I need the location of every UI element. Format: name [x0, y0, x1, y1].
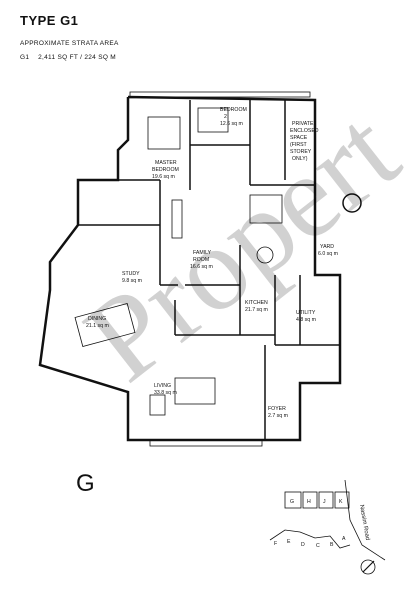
bedroom2-number: 2 [224, 114, 227, 120]
keyplan-block-label: D [301, 542, 305, 548]
round-tower [342, 193, 362, 213]
yard-area: 6.0 sq m [318, 251, 338, 257]
sofa [149, 394, 166, 416]
dining-table [74, 303, 136, 347]
keyplan-blocks-bottom [269, 529, 351, 549]
keyplan-road [344, 479, 386, 561]
round-table [256, 246, 274, 264]
dining-area: 21.1 sq m [86, 323, 109, 329]
keyplan-block-label: K [339, 499, 343, 505]
living-label: LIVING [154, 383, 171, 389]
private-label: ONLY) [292, 156, 308, 162]
master-area: 19.6 sq m [152, 174, 175, 180]
family-area: 16.6 sq m [190, 264, 213, 270]
north-arrow [360, 559, 376, 575]
keyplan-block-label: J [323, 499, 326, 505]
master-label: BEDROOM [152, 167, 179, 173]
keyplan-block-label: H [307, 499, 311, 505]
unit-area: 2,411 SQ FT / 224 SQ M [38, 54, 116, 61]
living-area: 33.8 sq m [154, 390, 177, 396]
plan-title: TYPE G1 [20, 13, 79, 28]
keyplan-block-label: B [330, 542, 334, 548]
north-arrow [362, 560, 375, 573]
private-label: SPACE [290, 135, 308, 141]
keyplan-block [318, 491, 334, 509]
master-label: MASTER [155, 160, 177, 166]
private-label: STOREY [290, 149, 312, 155]
keyplan-block-label: G [290, 499, 294, 505]
keyplan-block [284, 491, 302, 509]
study-area: 9.8 sq m [122, 278, 142, 284]
keyplan-block-label: F [274, 541, 277, 547]
keyplan-block [302, 491, 318, 509]
keyplan-block-label: C [316, 543, 320, 549]
utility-label: UTILITY [296, 310, 316, 316]
block-letter: G [76, 470, 95, 497]
family-label: ROOM [193, 257, 209, 263]
keyplan-block-label: A [342, 536, 346, 542]
private-label: (FIRST [290, 142, 308, 148]
study-label: STUDY [122, 271, 140, 277]
private-label: ENCLOSED [290, 128, 319, 134]
outer-wall [38, 95, 342, 442]
bed [197, 107, 229, 133]
keyplan-block [334, 491, 350, 509]
wardrobe [171, 199, 183, 239]
unit-code: G1 [20, 54, 30, 61]
area-caption: APPROXIMATE STRATA AREA [20, 40, 119, 47]
bed [249, 194, 283, 224]
balcony [129, 91, 311, 98]
area-line: G1 2,411 SQ FT / 224 SQ M [20, 54, 116, 61]
bedroom2-area: 12.6 sq m [220, 121, 243, 127]
bed [147, 116, 181, 150]
yard-label: YARD [320, 244, 334, 250]
dining-label: DINING [88, 316, 106, 322]
foyer-label: FOYER [268, 406, 286, 412]
family-label: FAMILY [193, 250, 212, 256]
keyplan-block-label: E [287, 539, 291, 545]
foyer-area: 2.7 sq m [268, 413, 288, 419]
sofa [174, 377, 216, 405]
utility-area: 4.8 sq m [296, 317, 316, 323]
keyplan-road-label: Nassim Road [358, 504, 370, 541]
private-label: PRIVATE [292, 121, 314, 127]
kitchen-area: 21.7 sq m [245, 307, 268, 313]
bedroom2-label: BEDROOM [220, 107, 247, 113]
kitchen-label: KITCHEN [245, 300, 268, 306]
balcony [149, 439, 263, 447]
